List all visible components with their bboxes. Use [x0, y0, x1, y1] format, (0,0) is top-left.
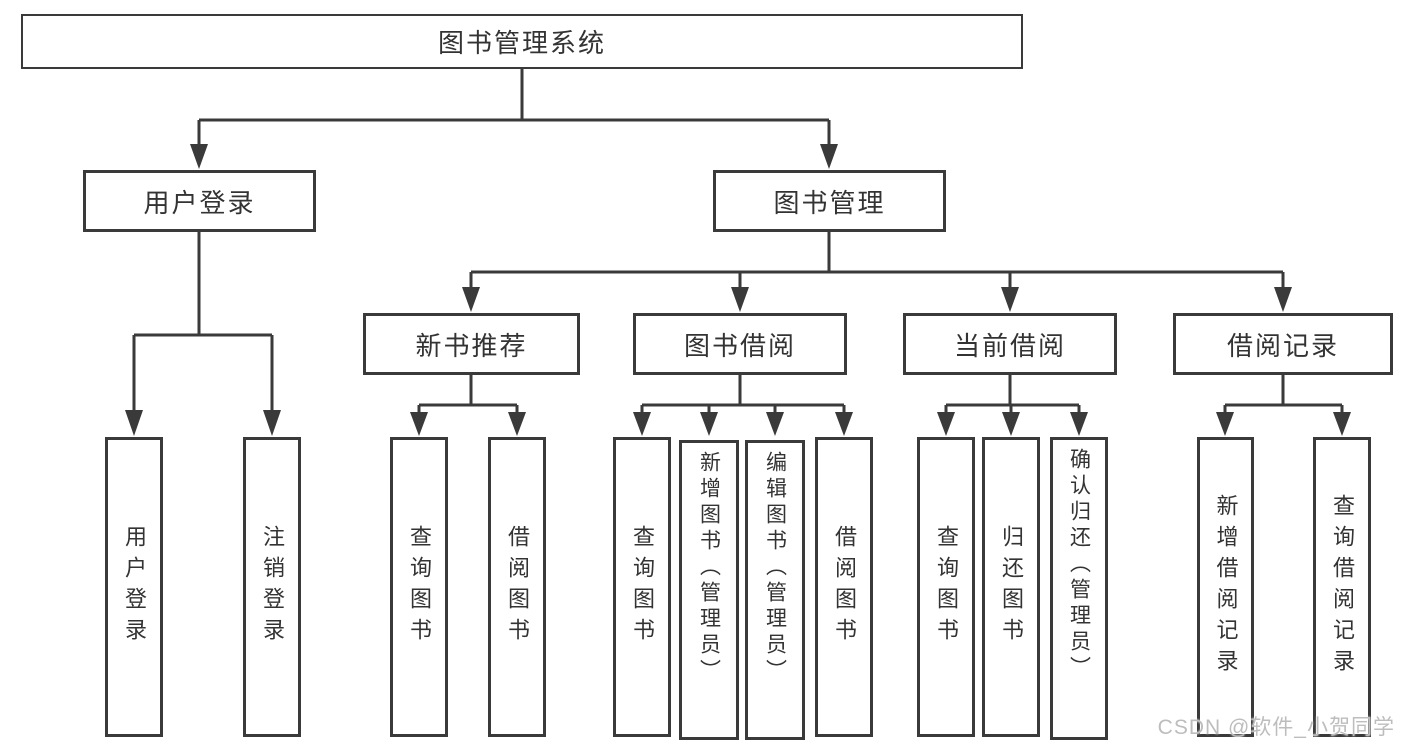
leaf-borrow-books: 借阅图书 [815, 437, 873, 737]
leaf-borrow-books-recommend: 借阅图书 [488, 437, 546, 737]
arrow-down-icon [937, 412, 955, 436]
arrow-down-icon [766, 412, 784, 436]
arrow-down-icon [1274, 287, 1292, 312]
arrow-down-icon [820, 144, 838, 169]
arrow-down-icon [700, 412, 718, 436]
node-label: 图书管理系统 [437, 28, 606, 58]
node-book-management: 图书管理 [713, 170, 946, 232]
leaf-query-borrow-record: 查询借阅记录 [1313, 437, 1371, 737]
node-library-management-system: 图书管理系统 [21, 14, 1023, 69]
leaf-edit-books-admin: 编辑图书（管理员） [745, 440, 805, 740]
arrow-down-icon [835, 412, 853, 436]
leaf-label: 用户登录 [122, 525, 147, 649]
leaf-user-login: 用户登录 [105, 437, 163, 737]
arrow-down-icon [125, 410, 143, 436]
arrow-down-icon [1001, 287, 1019, 312]
arrow-down-icon [190, 144, 208, 169]
arrowheads-group [125, 144, 1351, 436]
leaf-label: 新增图书（管理员） [697, 451, 721, 685]
leaf-label: 确认归还（管理员） [1067, 448, 1091, 682]
arrow-down-icon [1216, 412, 1234, 436]
node-label: 借阅记录 [1226, 330, 1339, 361]
node-current-borrow: 当前借阅 [903, 313, 1117, 375]
leaf-label: 编辑图书（管理员） [763, 451, 787, 685]
node-user-login: 用户登录 [83, 170, 316, 232]
leaf-label: 新增借阅记录 [1213, 494, 1239, 680]
node-label: 图书借阅 [683, 330, 796, 361]
leaf-add-borrow-record: 新增借阅记录 [1197, 437, 1254, 737]
leaf-label: 查询借阅记录 [1330, 494, 1355, 680]
node-label: 新书推荐 [415, 330, 528, 361]
arrow-down-icon [633, 412, 651, 436]
leaf-return-books: 归还图书 [982, 437, 1040, 737]
leaf-query-books-borrow: 查询图书 [613, 437, 671, 737]
node-book-borrow: 图书借阅 [633, 313, 847, 375]
arrow-down-icon [1002, 412, 1020, 436]
leaf-query-books-current: 查询图书 [917, 437, 975, 737]
leaf-add-books-admin: 新增图书（管理员） [679, 440, 739, 740]
node-new-book-recommend: 新书推荐 [363, 313, 580, 375]
leaf-query-books-recommend: 查询图书 [390, 437, 448, 737]
node-label: 用户登录 [143, 187, 256, 218]
leaf-logout: 注销登录 [243, 437, 301, 737]
leaf-label: 借阅图书 [832, 525, 857, 649]
node-label: 图书管理 [773, 187, 886, 218]
arrow-down-icon [731, 287, 749, 312]
node-label: 当前借阅 [953, 330, 1066, 361]
node-borrow-records: 借阅记录 [1173, 313, 1393, 375]
arrow-down-icon [1070, 412, 1088, 436]
arrow-down-icon [508, 412, 526, 436]
leaf-label: 注销登录 [260, 525, 285, 649]
leaf-confirm-return-admin: 确认归还（管理员） [1050, 437, 1108, 740]
arrow-down-icon [1333, 412, 1351, 436]
leaf-label: 归还图书 [999, 525, 1024, 649]
arrow-down-icon [263, 410, 281, 436]
leaf-label: 借阅图书 [505, 525, 530, 649]
leaf-label: 查询图书 [407, 525, 432, 649]
csdn-watermark: CSDN @软件_小贺同学 [1157, 716, 1395, 739]
leaf-label: 查询图书 [934, 525, 959, 649]
arrow-down-icon [410, 412, 428, 436]
arrow-down-icon [462, 287, 480, 312]
leaf-label: 查询图书 [630, 525, 655, 649]
